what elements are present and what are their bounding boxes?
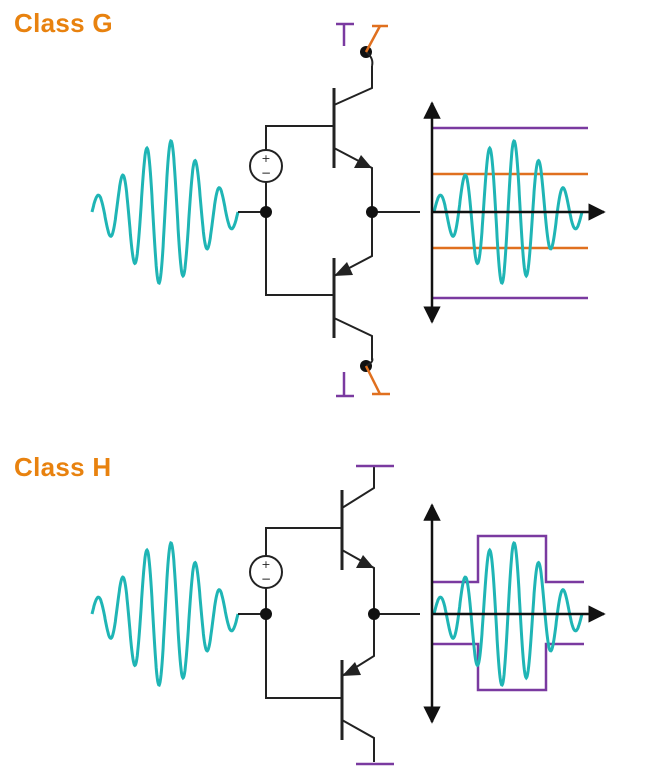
class-h-voltage-source: + − bbox=[249, 555, 283, 589]
class-h-upper-envelope bbox=[432, 534, 584, 584]
class-g-source-minus: − bbox=[261, 166, 271, 180]
class-g-input-waveform bbox=[90, 139, 240, 285]
class-g-junction-dot bbox=[366, 206, 378, 218]
class-h-lower-emitter-arrow bbox=[342, 662, 361, 676]
class-h-junction-dot bbox=[260, 608, 272, 620]
class-g-voltage-source: + − bbox=[249, 149, 283, 183]
class-g-source-plus: + bbox=[261, 152, 270, 165]
class-g-lower-supply bbox=[336, 365, 390, 398]
class-h-source-plus: + bbox=[261, 558, 270, 571]
class-h-title: Class H bbox=[14, 452, 112, 482]
class-h-junction-dot bbox=[368, 608, 380, 620]
class-g-section: + − bbox=[90, 22, 606, 398]
class-g-output-plot bbox=[423, 101, 606, 324]
class-g-upper-emitter-arrow bbox=[354, 155, 372, 168]
class-h-output-plot bbox=[423, 503, 606, 724]
class-g-upper-supply bbox=[336, 22, 388, 53]
class-g-lower-emitter-arrow bbox=[334, 262, 353, 276]
class-h-source-minus: − bbox=[261, 572, 271, 586]
class-g-title: Class G bbox=[14, 8, 113, 38]
class-h-input-waveform bbox=[90, 541, 240, 687]
class-h-lower-envelope bbox=[432, 642, 584, 692]
class-g-junction-dot bbox=[260, 206, 272, 218]
class-h-upper-emitter-arrow bbox=[356, 555, 374, 568]
class-h-section: + − bbox=[90, 464, 606, 766]
